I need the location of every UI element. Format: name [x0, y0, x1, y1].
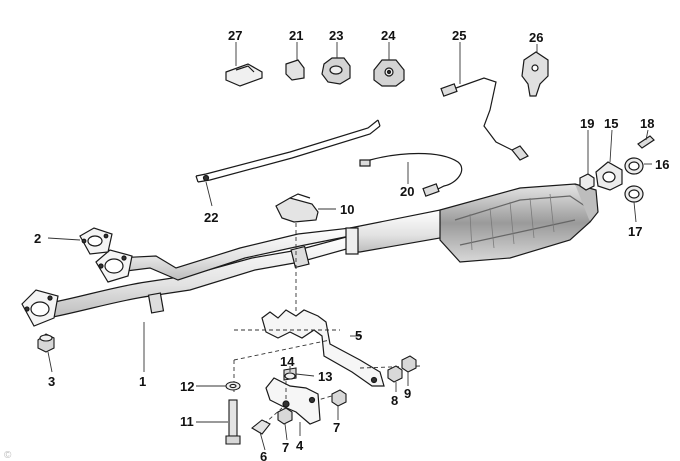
- callout-22: 22: [204, 210, 218, 225]
- callout-12: 12: [180, 379, 194, 394]
- callout-7a: 7: [282, 440, 289, 455]
- callout-26: 26: [529, 30, 543, 45]
- shield-clip-part-10[interactable]: [275, 193, 319, 223]
- callout-18: 18: [640, 116, 654, 131]
- nut-part-3[interactable]: [37, 333, 55, 353]
- gasket-part-2[interactable]: [79, 227, 113, 255]
- callout-21: 21: [289, 28, 303, 43]
- callout-20: 20: [400, 184, 414, 199]
- callout-8: 8: [391, 393, 398, 408]
- callout-14: 14: [280, 354, 295, 369]
- oxygen-sensor-part-20[interactable]: [359, 152, 463, 197]
- callout-25: 25: [452, 28, 466, 43]
- catalytic-converter: [439, 183, 599, 263]
- callout-13: 13: [318, 369, 332, 384]
- callout-6: 6: [260, 449, 267, 461]
- callout-15: 15: [604, 116, 618, 131]
- oxygen-sensor-part-25[interactable]: [440, 77, 529, 161]
- callout-5: 5: [355, 328, 362, 343]
- callout-7b: 7: [333, 420, 340, 435]
- callout-1: 1: [139, 374, 146, 389]
- callout-17: 17: [628, 224, 642, 239]
- front-pipe-assembly[interactable]: [39, 209, 451, 319]
- bracket-part-5[interactable]: [261, 309, 385, 387]
- hanger-part-26[interactable]: [521, 51, 549, 97]
- callout-11: 11: [180, 414, 194, 429]
- callout-24: 24: [381, 28, 396, 43]
- manifold-flange-lower: [21, 289, 59, 327]
- callout-4: 4: [296, 438, 304, 453]
- bracket-part-4[interactable]: [265, 377, 321, 425]
- mount-part-23[interactable]: [321, 57, 351, 85]
- callout-2: 2: [34, 231, 41, 246]
- mount-part-21[interactable]: [285, 59, 305, 81]
- callout-10: 10: [340, 202, 354, 217]
- callout-3: 3: [48, 374, 55, 389]
- manifold-flange-upper: [95, 249, 133, 283]
- callout-labels: 1 2 3 4 5 6 7 7 8 9 10 11 12 13 14 15 16…: [34, 28, 669, 461]
- heat-shield-strap-part-22[interactable]: [195, 119, 381, 183]
- mount-part-24[interactable]: [373, 59, 405, 87]
- callout-16: 16: [655, 157, 669, 172]
- hardware-parts: [225, 355, 417, 445]
- leader-lines: [47, 42, 652, 451]
- watermark: ©: [4, 450, 12, 461]
- callout-27: 27: [228, 28, 242, 43]
- callout-9: 9: [404, 386, 411, 401]
- callout-23: 23: [329, 28, 343, 43]
- callout-19: 19: [580, 116, 594, 131]
- clip-part-27[interactable]: [225, 63, 263, 87]
